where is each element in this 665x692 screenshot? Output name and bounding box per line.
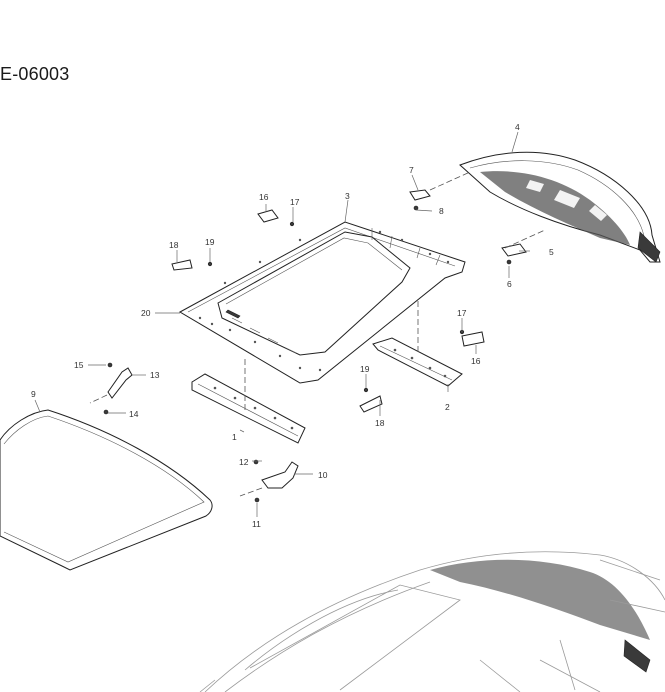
assembly-lines [89,171,546,497]
roof-panel [178,221,466,384]
hood-hinge-left [103,362,133,415]
callout-1: 1 [232,432,237,442]
callout-16-top: 16 [259,192,269,202]
rear-roof-rail [372,337,463,387]
callout-5: 5 [549,247,554,257]
callout-9: 9 [31,389,36,399]
front-roof-rail [191,373,306,444]
hood [0,409,213,571]
roof-bracket-rear [459,329,485,347]
callout-4: 4 [515,122,520,132]
assembled-vehicle-view [199,551,665,692]
leader-lines [34,131,530,517]
callout-14: 14 [129,409,139,419]
callout-18-left: 18 [169,240,179,250]
roof-bracket-side-left [171,259,213,271]
tailgate-hinge-right [501,243,527,265]
callout-10: 10 [318,470,328,480]
callout-13: 13 [150,370,160,380]
callout-8: 8 [439,206,444,216]
callout-20: 20 [141,308,151,318]
tailgate-hinge-left [409,189,431,211]
callout-17-top: 17 [290,197,300,207]
callout-19-left: 19 [205,237,215,247]
tailgate [459,151,661,263]
hood-hinge-right [253,459,299,503]
diagram-code: E-06003 [0,64,70,84]
callout-11: 11 [252,519,261,529]
callout-labels: 1 2 3 4 5 6 7 8 9 10 11 12 13 14 15 16 1… [31,122,554,529]
roof-bracket-front [257,209,295,227]
callout-12: 12 [239,457,249,467]
callout-2: 2 [445,402,450,412]
callout-6: 6 [507,279,512,289]
callout-7: 7 [409,165,414,175]
callout-19-bottom: 19 [360,364,370,374]
callout-18-bottom: 18 [375,418,385,428]
callout-16-right: 16 [471,356,481,366]
callout-15: 15 [74,360,84,370]
roof-bracket-side-right [359,387,383,413]
callout-17-right: 17 [457,308,467,318]
callout-3: 3 [345,191,350,201]
